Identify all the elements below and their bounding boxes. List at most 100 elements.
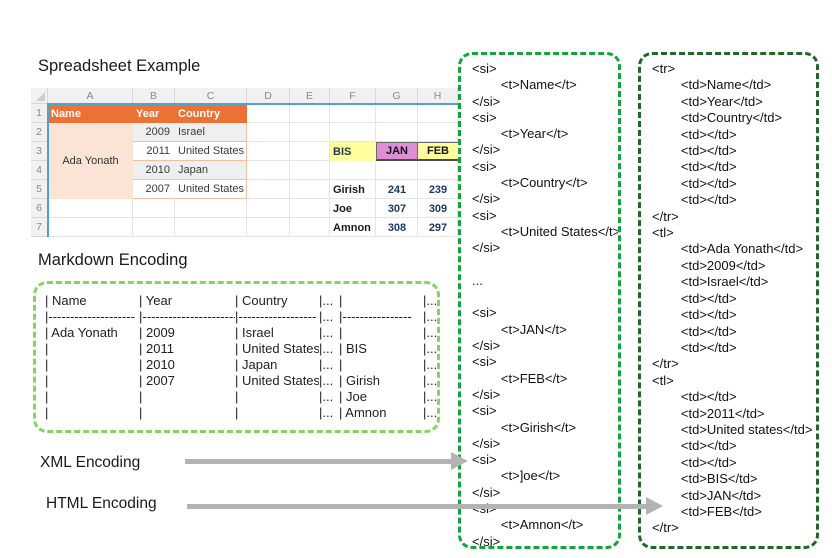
column-header-f: F (330, 88, 376, 104)
xml-code: <si> <t>Name</t> </si> <si> <t>Year</t> … (472, 61, 621, 549)
markdown-cell: | 2009 (139, 325, 175, 340)
row-header-6: 6 (31, 199, 48, 218)
markdown-row: ||||...| Joe|... (45, 389, 437, 405)
cell-c5-country: United States (175, 180, 247, 199)
cell-e3 (290, 142, 330, 161)
markdown-cell: | 2007 (139, 373, 175, 388)
cell-c2-country: Israel (175, 123, 247, 142)
cell-a1-name-header: Name (48, 104, 133, 123)
cell-h7-value: 297 (428, 221, 448, 234)
markdown-cell: |------------------ (235, 309, 317, 324)
markdown-cell: | Japan (235, 357, 278, 372)
cell-a7 (48, 218, 133, 237)
markdown-row: |--------------------|------------------… (45, 309, 437, 325)
cell-h5-value: 239 (428, 183, 448, 196)
markdown-row: | Ada Yonath| 2009| Israel|...||... (45, 325, 437, 341)
markdown-cell: | (235, 389, 239, 404)
cell-f2 (330, 123, 376, 142)
row-header-7: 7 (31, 218, 48, 237)
row-header-2: 2 (31, 123, 48, 142)
cell-g1 (376, 104, 418, 123)
markdown-cell: |... (423, 293, 438, 308)
markdown-cell: |---------------- (339, 309, 412, 324)
cell-g2 (376, 123, 418, 142)
cell-c6 (175, 199, 247, 218)
cell-h6-value: 309 (428, 202, 448, 215)
cell-h2 (418, 123, 458, 142)
markdown-cell: | Ada Yonath (45, 325, 118, 340)
cell-a6 (48, 199, 133, 218)
html-arrow-head-icon (646, 497, 663, 515)
cell-e5 (290, 180, 330, 199)
cell-g7-value: 308 (387, 221, 407, 234)
markdown-cell: |... (423, 373, 438, 388)
markdown-cell: |... (319, 309, 334, 324)
markdown-row: || 2010| Japan|...||... (45, 357, 437, 373)
cell-g3-jan: JAN (376, 142, 418, 161)
select-all-corner (31, 88, 48, 104)
row-header-4: 4 (31, 161, 48, 180)
cell-f5 (330, 180, 376, 199)
cell-f4 (330, 161, 376, 180)
markdown-cell: | (45, 389, 49, 404)
markdown-row: | Name| Year| Country|...||... (45, 293, 437, 309)
markdown-cell: | (139, 405, 143, 420)
markdown-row: ||||...| Amnon|... (45, 405, 437, 421)
cell-c7 (175, 218, 247, 237)
markdown-cell: | Amnon (339, 405, 387, 420)
cell-f5-girish: Girish (333, 183, 365, 196)
markdown-cell: | BIS (339, 341, 367, 356)
spreadsheet: Name Year Country Ada Yonath 2009 Israel… (31, 88, 458, 237)
column-header-b: B (133, 88, 175, 104)
markdown-cell: | United States (235, 373, 319, 388)
column-header-g: G (376, 88, 418, 104)
markdown-cell: | Country (235, 293, 288, 308)
markdown-cell: | (339, 325, 343, 340)
xml-encoding-label: XML Encoding (40, 454, 141, 471)
cell-e4 (290, 161, 330, 180)
markdown-cell: |... (423, 357, 438, 372)
markdown-cell: |... (319, 405, 334, 420)
markdown-title: Markdown Encoding (38, 251, 188, 269)
xml-arrow-head-icon (451, 452, 468, 470)
xml-arrow (185, 459, 451, 464)
markdown-cell: | (45, 357, 49, 372)
cell-merged-ada-yonath: Ada Yonath (48, 123, 133, 199)
markdown-table: | Name| Year| Country|...||...|---------… (36, 284, 437, 421)
spreadsheet-title: Spreadsheet Example (38, 57, 201, 75)
cell-h1 (418, 104, 458, 123)
cell-d2 (247, 123, 290, 142)
column-header-d: D (247, 88, 290, 104)
xml-code-box: <si> <t>Name</t> </si> <si> <t>Year</t> … (458, 52, 621, 549)
cell-d1 (247, 104, 290, 123)
markdown-cell: | United States (235, 341, 319, 356)
cell-g6 (376, 199, 418, 218)
markdown-cell: |... (319, 357, 334, 372)
cell-f6-joe: Joe (333, 202, 352, 215)
row-header-3: 3 (31, 142, 48, 161)
cell-f1 (330, 104, 376, 123)
markdown-cell: | (45, 373, 49, 388)
cell-f7-amnon: Amnon (333, 221, 371, 234)
cell-f7 (330, 218, 376, 237)
cell-g6-value: 307 (387, 202, 407, 215)
markdown-row: || 2007| United States|...| Girish|... (45, 373, 437, 389)
markdown-cell: |... (319, 373, 334, 388)
markdown-row: || 2011| United States|...| BIS|... (45, 341, 437, 357)
markdown-cell: |... (423, 325, 438, 340)
column-header-c: C (175, 88, 247, 104)
markdown-cell: | (339, 293, 343, 308)
cell-d3 (247, 142, 290, 161)
markdown-cell: |... (319, 325, 334, 340)
cell-b6 (133, 199, 175, 218)
html-code: <tr> <td>Name</td> <td>Year</td> <td>Cou… (652, 61, 813, 536)
cell-e7 (290, 218, 330, 237)
cell-c3-country: United States (175, 142, 247, 161)
column-header-e: E (290, 88, 330, 104)
cell-b4-year: 2010 (133, 161, 175, 180)
markdown-cell: |... (319, 389, 334, 404)
markdown-cell: | Girish (339, 373, 380, 388)
cell-c4-country: Japan (175, 161, 247, 180)
cell-g4 (376, 161, 418, 180)
markdown-cell: |... (423, 341, 438, 356)
